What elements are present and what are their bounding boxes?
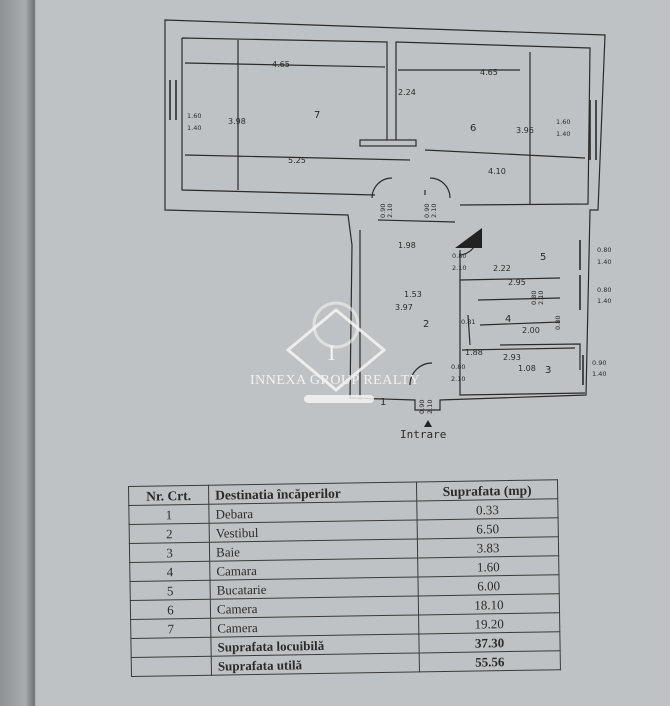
svg-text:I: I	[328, 340, 335, 365]
dim-label: 3.98	[228, 117, 246, 126]
svg-text:2.10: 2.10	[426, 400, 434, 414]
svg-text:1.60: 1.60	[187, 112, 201, 120]
svg-text:1.40: 1.40	[597, 297, 611, 305]
kitchen-walls	[459, 277, 581, 370]
dim-label: 1.53	[404, 290, 422, 299]
dim-label: 3.97	[395, 303, 413, 312]
wall-stub	[359, 139, 417, 147]
svg-text:1.40: 1.40	[592, 370, 606, 378]
dim-label: 2.00	[522, 326, 540, 335]
dimension-lines	[184, 40, 586, 223]
floor-plan: 7 6 5 4 3 2 1 4.65 4.65 2.24 3.98 3.96 5…	[164, 19, 611, 441]
svg-text:0.80: 0.80	[597, 286, 611, 294]
inner-wall	[181, 37, 591, 400]
dim-label: 2.22	[493, 264, 511, 273]
room-number-1: 1	[380, 397, 386, 408]
svg-text:0.80: 0.80	[530, 291, 538, 305]
svg-text:2.10: 2.10	[386, 204, 394, 218]
svg-text:0.80: 0.80	[451, 363, 465, 371]
svg-text:1.60: 1.60	[556, 118, 570, 126]
svg-text:2.10: 2.10	[430, 204, 438, 218]
svg-text:2.10: 2.10	[537, 291, 545, 305]
dim-label: 0.80	[554, 316, 562, 330]
dim-label: 2.95	[508, 278, 526, 287]
svg-text:0.90: 0.90	[423, 204, 431, 218]
dim-label: 5.25	[288, 156, 306, 165]
watermark-crest-icon: I	[285, 301, 387, 403]
windows	[169, 80, 597, 385]
door-arcs	[371, 177, 479, 386]
svg-text:1.40: 1.40	[597, 258, 611, 266]
svg-text:0.90: 0.90	[418, 400, 426, 414]
dim-label: 1.98	[398, 241, 416, 250]
page-edge-shadow	[0, 0, 36, 706]
dim-label: 1.88	[465, 348, 483, 357]
door-label: 0.90 2.10 0.90 2.10 0.80 2.10 0.80 2.10 …	[379, 204, 545, 414]
dim-label: 4.65	[272, 60, 290, 69]
room-number-7: 7	[314, 110, 320, 121]
svg-text:0.80: 0.80	[452, 252, 466, 260]
room-number-4: 4	[505, 314, 511, 325]
watermark-brand: INNEXA GROUP REALTY	[250, 373, 421, 388]
outer-wall	[164, 19, 606, 411]
stair-triangle	[455, 228, 482, 248]
svg-text:2.10: 2.10	[452, 264, 466, 272]
room-number-6: 6	[470, 123, 476, 134]
svg-text:0.90: 0.90	[592, 359, 606, 367]
room-number-5: 5	[540, 252, 546, 263]
room-number-2: 2	[423, 319, 429, 330]
dim-label: 4.10	[488, 167, 506, 176]
dim-label: 2.93	[503, 353, 521, 362]
svg-text:0.90: 0.90	[379, 204, 387, 218]
dim-label: 3.96	[516, 126, 534, 135]
dim-label: 0.81	[461, 318, 475, 326]
dim-label: 2.24	[398, 88, 416, 97]
dim-label: 1.08	[518, 364, 536, 373]
svg-text:1.40: 1.40	[556, 130, 570, 138]
col-header-area: Suprafata (mp)	[416, 479, 558, 501]
area-table: Nr. Crt. Destinatia încăperilor Suprafat…	[128, 479, 561, 677]
svg-text:2.10: 2.10	[451, 375, 465, 383]
entrance-arrow-icon	[424, 420, 432, 427]
watermark-logo: I INNEXA GROUP REALTY	[246, 290, 426, 410]
dim-label: 4.65	[480, 68, 498, 77]
room-number-3: 3	[545, 365, 551, 376]
svg-text:0.80: 0.80	[597, 246, 611, 254]
window-label: 1.60 1.40 1.60 1.40 0.80 1.40 0.80 1.40 …	[187, 112, 611, 378]
entrance-label: Intrare	[400, 428, 446, 441]
col-header-nr: Nr. Crt.	[128, 485, 209, 506]
svg-text:1.40: 1.40	[187, 124, 201, 132]
